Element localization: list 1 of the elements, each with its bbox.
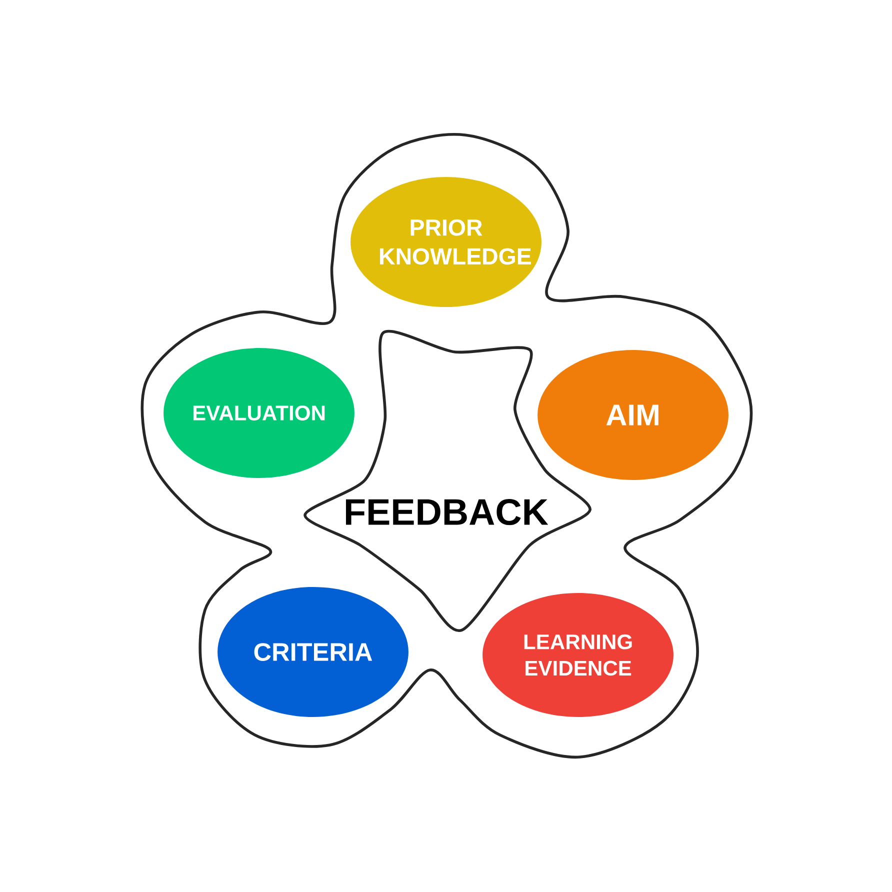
center-label: FEEDBACK [346,498,548,526]
